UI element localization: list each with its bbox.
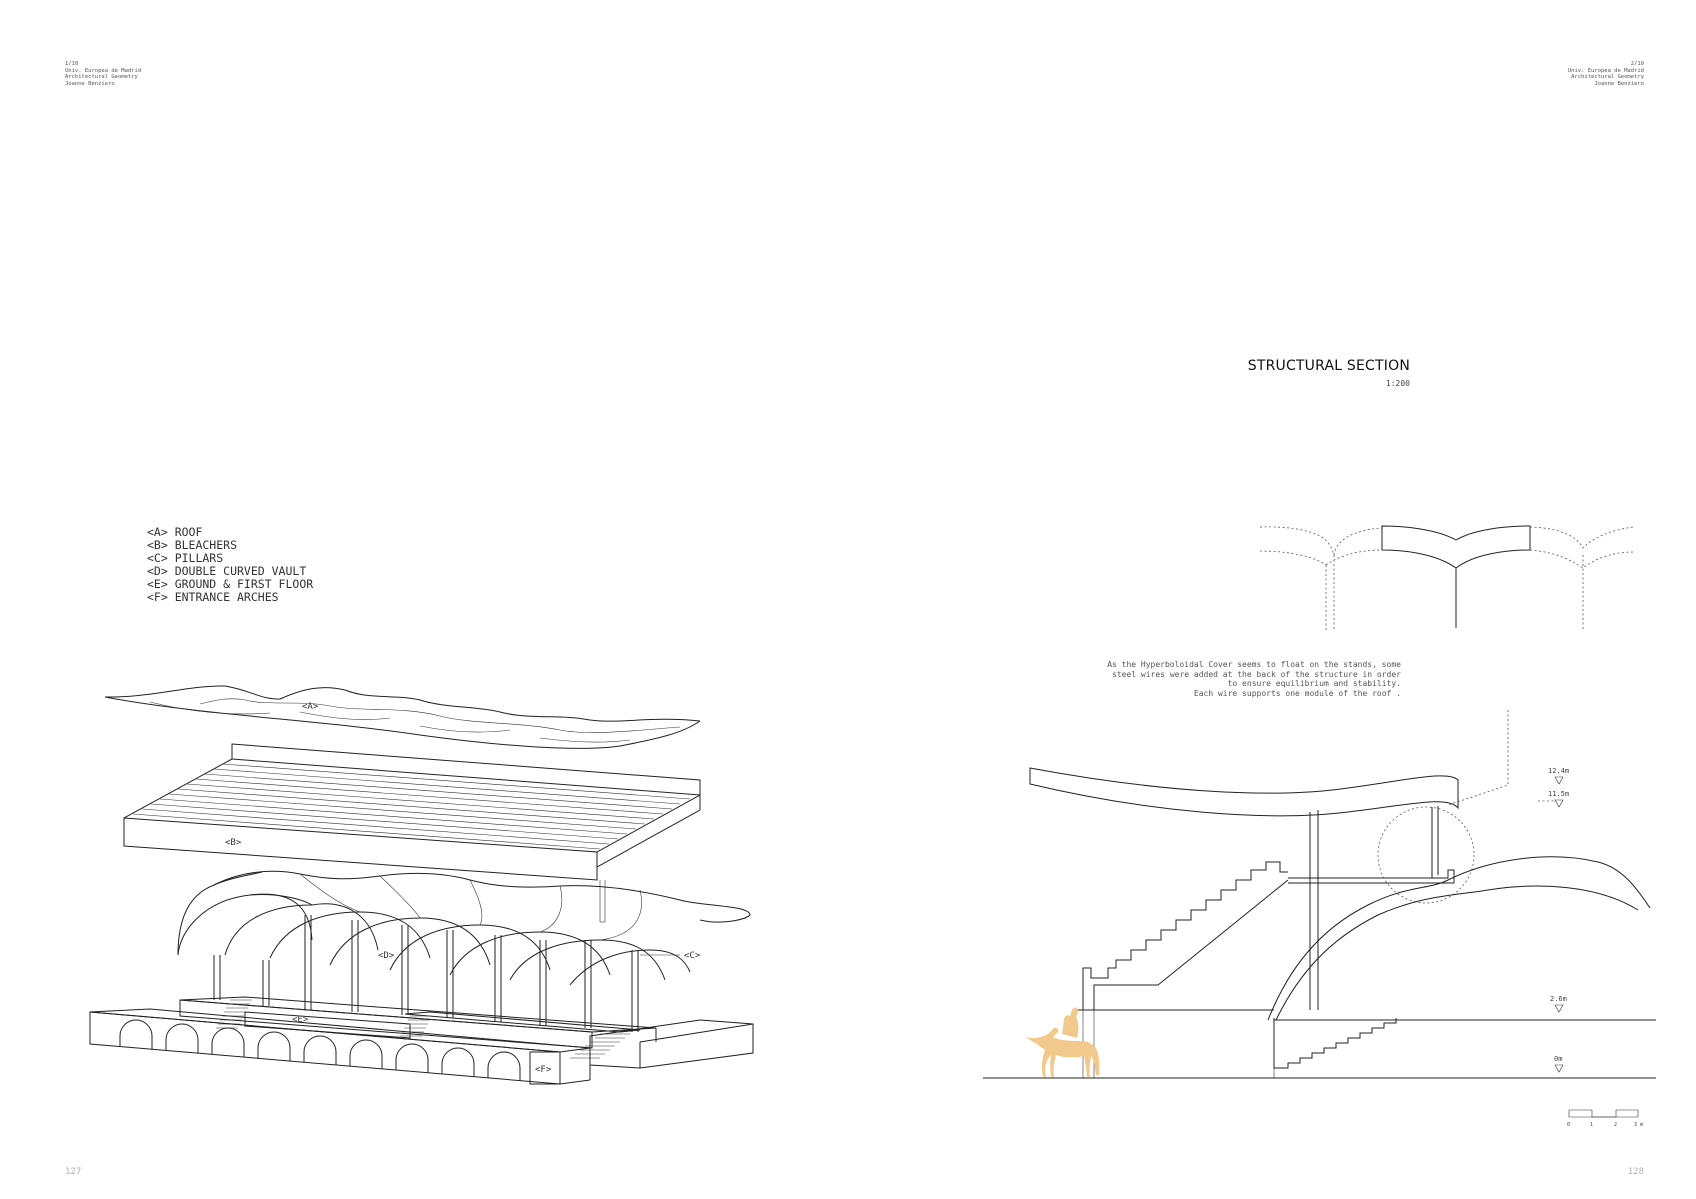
legend-item-pillars: <C> PILLARS <box>147 551 224 565</box>
page-number-right: 128 <box>1627 1167 1644 1177</box>
bleachers-layer: <B> <box>123 743 701 923</box>
label-d: <D> <box>378 951 395 961</box>
roof-layer: <A> <box>104 685 701 749</box>
label-a: <A> <box>302 702 319 712</box>
scale-bar: 0 1 2 3 m <box>1567 1109 1643 1128</box>
note-line: to ensure equilibrium and stability. <box>1227 679 1401 688</box>
section-scale: 1:200 <box>1385 379 1410 388</box>
level-markers: 12.4m 11.5m 2.6m 0m <box>1538 767 1569 1073</box>
right-page: 2/10 Univ. Europea de Madrid Architectur… <box>848 0 1696 1199</box>
component-legend: <A> ROOF <B> BLEACHERS <C> PILLARS <D> D… <box>147 526 313 604</box>
note-line: Each wire supports one module of the roo… <box>1193 688 1401 698</box>
header-line: Joanne Benziero <box>65 80 115 87</box>
legend-item-roof: <A> ROOF <box>147 525 203 539</box>
label-f: <F> <box>535 1065 552 1075</box>
horse-rider-figure <box>1024 1007 1100 1077</box>
left-header: 1/10 Univ. Europea de Madrid Architectur… <box>65 61 141 87</box>
label-b: <B> <box>225 838 242 848</box>
structure-note: As the Hyperboloidal Cover seems to floa… <box>1081 660 1401 698</box>
scale-2: 2 <box>1614 1122 1617 1128</box>
section-title: STRUCTURAL SECTION <box>1247 358 1410 374</box>
scale-0: 0 <box>1567 1122 1570 1128</box>
legend-item-vault: <D> DOUBLE CURVED VAULT <box>147 564 307 578</box>
left-page: 1/10 Univ. Europea de Madrid Architectur… <box>65 61 754 1177</box>
exploded-axonometric: <A> <box>89 685 754 1085</box>
scale-1: 1 <box>1590 1122 1593 1128</box>
header-line: 1/10 <box>65 61 79 67</box>
note-line: As the Hyperboloidal Cover seems to floa… <box>1107 660 1401 669</box>
legend-item-arches: <F> ENTRANCE ARCHES <box>147 590 279 604</box>
bleacher-steps <box>132 763 691 850</box>
level-0: 0m <box>1554 1055 1562 1063</box>
legend-item-floors: <E> GROUND & FIRST FLOOR <box>147 577 314 591</box>
legend-item-bleachers: <B> BLEACHERS <box>147 538 238 552</box>
stairs-right <box>570 1033 630 1059</box>
structural-section-drawing: 12.4m 11.5m 2.6m 0m 0 1 2 3 m <box>983 710 1656 1128</box>
header-line: Joanne Benziero <box>1594 80 1644 87</box>
level-2-6: 2.6m <box>1550 995 1567 1003</box>
page-number-left: 127 <box>65 1167 82 1177</box>
label-c: <C> <box>684 951 701 961</box>
header-line: Univ. Europea de Madrid <box>65 67 142 74</box>
stairs-middle <box>400 1015 432 1037</box>
scale-3: 3 m <box>1634 1122 1643 1128</box>
vault-layer: <D> <C> <box>177 870 751 1032</box>
label-e: <E> <box>292 1015 309 1025</box>
header-line: Architectural Geometry <box>1571 74 1644 81</box>
floor-layer: <E> <box>179 996 754 1069</box>
arches-layer: <F> <box>89 1008 591 1085</box>
right-header: 2/10 Univ. Europea de Madrid Architectur… <box>1568 61 1644 87</box>
header-line: Architectural Geometry <box>65 74 138 81</box>
header-line: 2/10 <box>1630 61 1644 67</box>
roof-module-diagram <box>1259 525 1635 630</box>
level-12-4: 12.4m <box>1548 767 1569 775</box>
header-line: Univ. Europea de Madrid <box>1567 67 1644 74</box>
level-11-5: 11.5m <box>1548 790 1569 798</box>
note-line: steel wires were added at the back of th… <box>1112 669 1401 679</box>
